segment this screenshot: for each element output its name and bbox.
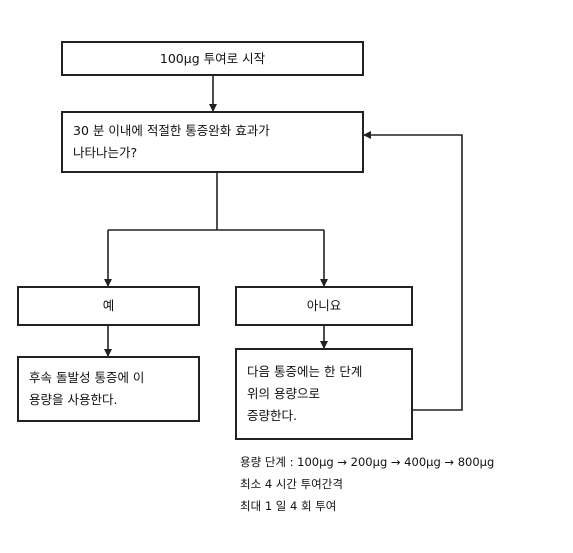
- start-box: 100μg 투여로 시작: [61, 41, 364, 76]
- start-box-label: 100μg 투여로 시작: [159, 50, 266, 66]
- no-action-box: 다음 통증에는 한 단계 위의 용량으로 증량한다.: [235, 348, 413, 440]
- arrow-feedback-loop: [363, 131, 463, 411]
- yes-action-box: 후속 돌발성 통증에 이 용량을 사용한다.: [17, 356, 200, 422]
- no-box: 아니요: [235, 286, 413, 326]
- question-line-1: 30 분 이내에 적절한 통증완화 효과가: [73, 123, 270, 138]
- yes-box: 예: [17, 286, 200, 326]
- no-action-line-2: 위의 용량으로: [247, 386, 320, 401]
- dosing-notes: 용량 단계 : 100μg → 200μg → 400μg → 800μg 최소…: [240, 451, 494, 517]
- no-box-label: 아니요: [306, 298, 342, 313]
- yes-action-line-2: 용량을 사용한다.: [29, 392, 118, 407]
- yes-box-label: 예: [102, 298, 115, 313]
- question-line-2: 나타나는가?: [73, 145, 138, 160]
- question-box: 30 분 이내에 적절한 통증완화 효과가 나타나는가?: [61, 111, 364, 173]
- yes-action-line-1: 후속 돌발성 통증에 이: [29, 370, 145, 385]
- note-max-doses: 최대 1 일 4 회 투여: [240, 499, 337, 513]
- note-min-interval: 최소 4 시간 투여간격: [240, 477, 343, 491]
- no-action-line-1: 다음 통증에는 한 단계: [247, 364, 363, 379]
- no-action-line-3: 증량한다.: [247, 408, 297, 423]
- note-dose-steps: 용량 단계 : 100μg → 200μg → 400μg → 800μg: [240, 455, 495, 469]
